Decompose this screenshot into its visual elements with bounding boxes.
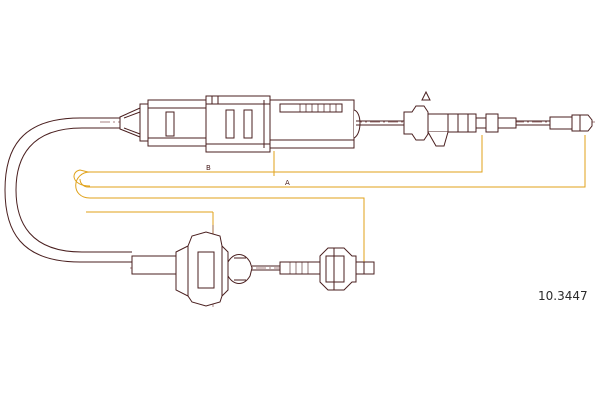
lower-boot bbox=[227, 254, 253, 284]
dimension-a-label: A bbox=[285, 179, 290, 187]
lower-threaded-rod bbox=[279, 261, 321, 275]
upper-assembly bbox=[119, 90, 593, 153]
lower-sleeve bbox=[131, 255, 177, 275]
upper-bellow bbox=[403, 105, 429, 141]
sheath-inner bbox=[15, 127, 132, 253]
cable-sheath bbox=[4, 117, 132, 263]
part-number-label: 10.3447 bbox=[538, 289, 588, 303]
dimension-b-line bbox=[75, 171, 365, 265]
dimension-a-loop bbox=[73, 135, 483, 187]
upper-hex-nut bbox=[447, 113, 477, 133]
upper-end-eye bbox=[549, 116, 573, 130]
adjuster-body bbox=[205, 95, 271, 153]
dimension-lines bbox=[73, 135, 586, 265]
sheath-outer bbox=[4, 117, 132, 263]
dimension-b-label: B bbox=[206, 164, 211, 172]
adjuster-sleeve bbox=[147, 99, 207, 147]
lower-assembly bbox=[131, 231, 375, 307]
